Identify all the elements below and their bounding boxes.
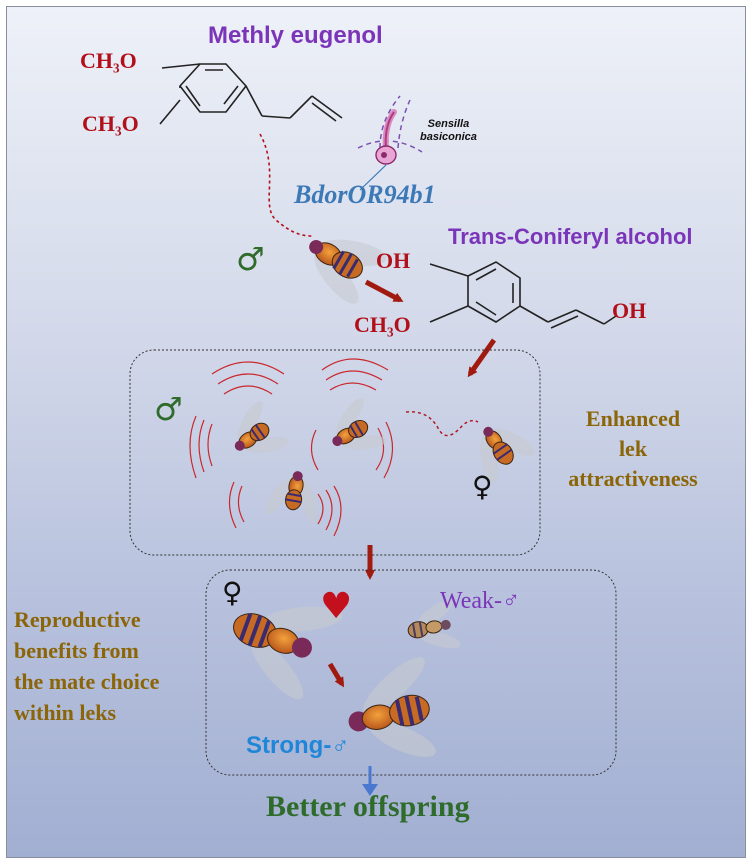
lek-label-line1: Enhanced	[585, 406, 681, 431]
outcome-arrow-head	[362, 784, 378, 796]
female-approach-path	[405, 411, 479, 437]
lek-sound-waves	[189, 358, 394, 537]
sensilla-label-line2: basiconica	[420, 131, 477, 143]
male-symbol-top: ♂	[236, 240, 265, 278]
mate-choice-line4: within leks	[14, 700, 117, 725]
female-to-strong-arrow	[327, 662, 345, 688]
female-symbol-mate: ♀	[222, 576, 243, 609]
receptor-label: BdorOR94b1	[294, 180, 436, 209]
strong-male-fly	[348, 657, 436, 757]
lek-fly-3	[265, 471, 318, 523]
sensilla-basiconica-graphic	[357, 95, 423, 191]
methyl-eugenol-substituent-2: CH₃O	[82, 111, 139, 136]
mate-choice-label: Reproductive benefits from the mate choi…	[14, 604, 159, 728]
weak-male-label: Weak-♂	[440, 588, 521, 614]
lek-fly-1	[234, 401, 289, 453]
fly-to-coniferyl-arrow	[364, 279, 404, 303]
lek-label-line2: lek	[618, 436, 648, 461]
coniferyl-to-lek-arrow	[467, 338, 497, 378]
eugenol-to-fly-path	[259, 133, 313, 237]
strong-male-label: Strong-♂	[246, 732, 350, 759]
sensilla-label: Sensilla basiconica	[420, 118, 477, 144]
outcome-label: Better offspring	[266, 790, 470, 823]
mate-choice-line2: benefits from	[14, 638, 139, 663]
mate-choice-line3: the mate choice	[14, 669, 160, 694]
mate-female-fly	[233, 606, 343, 700]
lek-fly-2	[332, 398, 387, 450]
coniferyl-substituent: CH₃O	[354, 312, 411, 337]
lek-label: Enhanced lek attractiveness	[548, 404, 718, 494]
lek-female-fly	[480, 426, 535, 483]
coniferyl-alcohol-structure	[429, 261, 617, 329]
coniferyl-title: Trans-Coniferyl alcohol	[448, 224, 693, 249]
weak-male-fly	[407, 599, 461, 649]
methyl-eugenol-title: Methly eugenol	[208, 22, 383, 49]
lek-label-line3: attractiveness	[568, 466, 698, 491]
methyl-eugenol-substituent-1: CH₃O	[80, 48, 137, 73]
lek-box	[129, 349, 541, 556]
coniferyl-oh-right: OH	[612, 298, 647, 323]
sensilla-label-line1: Sensilla	[427, 118, 470, 130]
mate-choice-line1: Reproductive	[14, 607, 141, 632]
male-symbol-lek: ♂	[154, 390, 183, 428]
female-symbol-lek: ♀	[472, 470, 493, 503]
mate-choice-box	[205, 569, 617, 776]
coniferyl-oh-top: OH	[376, 248, 411, 273]
methyl-eugenol-structure	[159, 63, 343, 125]
heart-icon: ♥	[320, 586, 352, 627]
fly-male-top	[309, 239, 387, 304]
